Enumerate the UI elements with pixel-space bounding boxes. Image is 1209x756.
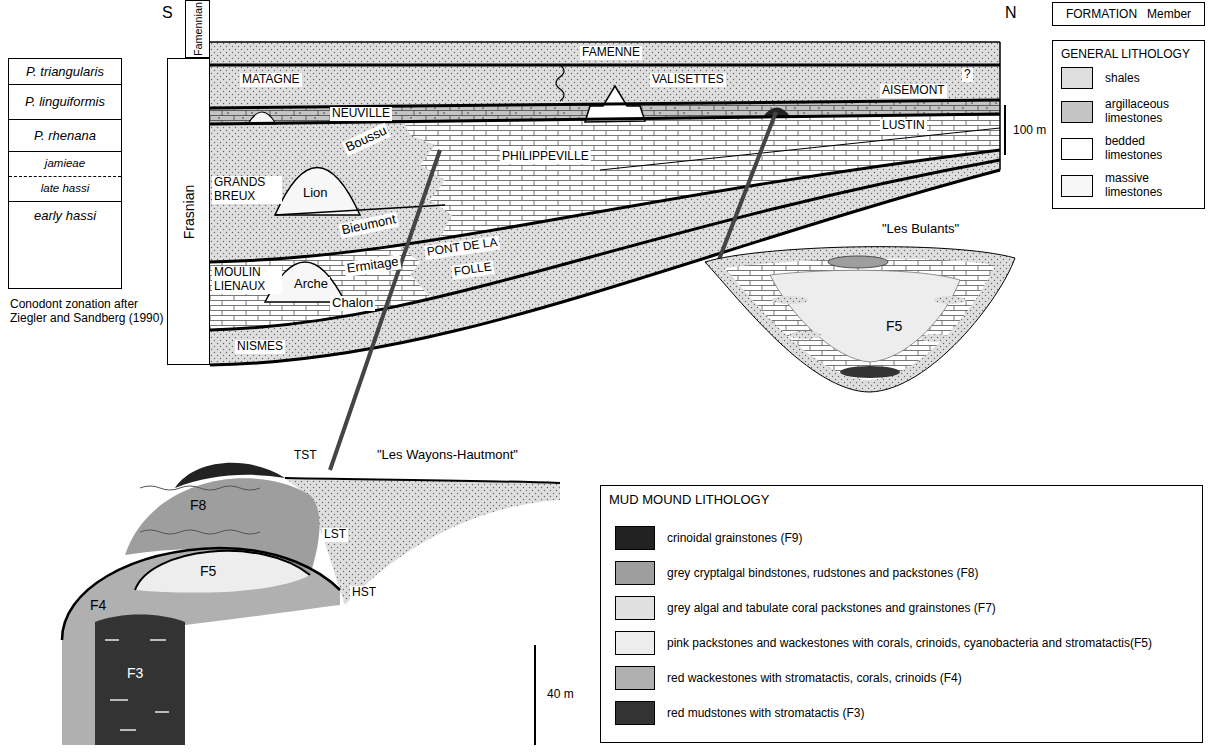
legend-text: red mudstones with stromatactis (F3) <box>667 706 1196 720</box>
legend-title: GENERAL LITHOLOGY <box>1061 47 1190 61</box>
member-label: Chalon <box>330 296 375 311</box>
formation-label: GRANDS BREUX <box>212 176 282 204</box>
key-text: FORMATION <box>1066 7 1137 21</box>
stage-band: Famennian <box>185 0 210 58</box>
formation-label: PHILIPPEVILLE <box>500 150 591 164</box>
zone-name: P. rhenana <box>34 128 96 144</box>
legend-swatch <box>1061 175 1093 197</box>
zone-name: P. triangularis <box>26 64 104 80</box>
formation-label: MOULIN LIENAUX <box>212 266 282 294</box>
formation-label: LUSTIN <box>880 119 927 133</box>
facies-label: F5 <box>198 563 218 579</box>
formation-label: NISMES <box>235 340 285 354</box>
conodont-zone: jamieaelate hassi <box>8 152 122 202</box>
legend-text: shales <box>1105 71 1198 85</box>
systems-tract-label: HST <box>350 586 378 600</box>
conodont-zone: P. linguiformis <box>8 85 122 120</box>
legend-box: MUD MOUND LITHOLOGY crinoidal grainstones… <box>600 485 1203 743</box>
facies-label: F4 <box>88 597 108 613</box>
key-text: Member <box>1147 7 1191 21</box>
legend-swatch <box>615 561 655 585</box>
formation-label: FAMENNE <box>580 46 642 60</box>
formation-label: MATAGNE <box>240 73 302 87</box>
legend-swatch <box>615 596 655 620</box>
compass-label: S <box>160 4 175 22</box>
formation-label: VALISETTES <box>650 73 726 87</box>
legend-text: crinoidal grainstones (F9) <box>667 531 1196 545</box>
formation-label: AISEMONT <box>880 84 947 98</box>
legend-text: grey algal and tabulate coral packstones… <box>667 601 1196 615</box>
legend-text: red wackestones with stromatactis, coral… <box>667 671 1196 685</box>
zone-name: jamieae <box>9 152 121 176</box>
conodont-zone: P. rhenana <box>8 120 122 152</box>
legend-swatch <box>1061 138 1093 160</box>
legend-text: argillaceous limestones <box>1105 97 1198 126</box>
conodont-zone: P. triangularis <box>8 58 122 85</box>
legend-text: grey cryptalgal bindstones, rudstones an… <box>667 566 1196 580</box>
member-label: Lion <box>301 186 330 201</box>
legend-text: massive limestones <box>1105 171 1198 200</box>
scale-label: 100 m <box>1011 124 1048 138</box>
stage-name: Frasnian <box>180 184 197 238</box>
member-label: Arche <box>292 277 330 292</box>
conodont-zone: early hassi <box>8 202 122 289</box>
legend-text: bedded limestones <box>1105 134 1198 163</box>
compass-label: N <box>1003 4 1019 22</box>
legend-title: MUD MOUND LITHOLOGY <box>609 492 769 508</box>
legend-swatch <box>615 666 655 690</box>
stage-name: Famennian <box>191 2 204 56</box>
formation-label: NEUVILLE <box>330 107 392 121</box>
legend-swatch <box>1061 67 1093 89</box>
legend-swatch <box>615 526 655 550</box>
zone-name: P. linguiformis <box>25 94 105 110</box>
scale-label: 40 m <box>545 688 576 702</box>
systems-tract-label: LST <box>322 528 348 542</box>
source-note: Conodont zonation after Ziegler and Sand… <box>8 298 172 326</box>
site-label: "Les Bulants" <box>880 222 961 237</box>
legend-swatch <box>1061 101 1093 123</box>
stage-band: Frasnian <box>167 58 210 365</box>
legend-box: GENERAL LITHOLOGY shales argillaceous lime… <box>1052 40 1205 209</box>
zone-name: late hassi <box>9 176 121 201</box>
legend-swatch <box>615 701 655 725</box>
facies-label: F5 <box>884 318 904 334</box>
query-mark: ? <box>962 68 973 82</box>
facies-label: F3 <box>125 665 145 681</box>
systems-tract-label: TST <box>292 449 319 463</box>
facies-label: F8 <box>188 497 208 513</box>
legend-text: pink packstones and wackestones with cor… <box>667 636 1196 650</box>
legend-swatch <box>615 631 655 655</box>
zone-name: early hassi <box>34 208 96 224</box>
key-box: FORMATION Member <box>1052 2 1205 26</box>
site-label: "Les Wayons-Hautmont" <box>375 448 520 463</box>
